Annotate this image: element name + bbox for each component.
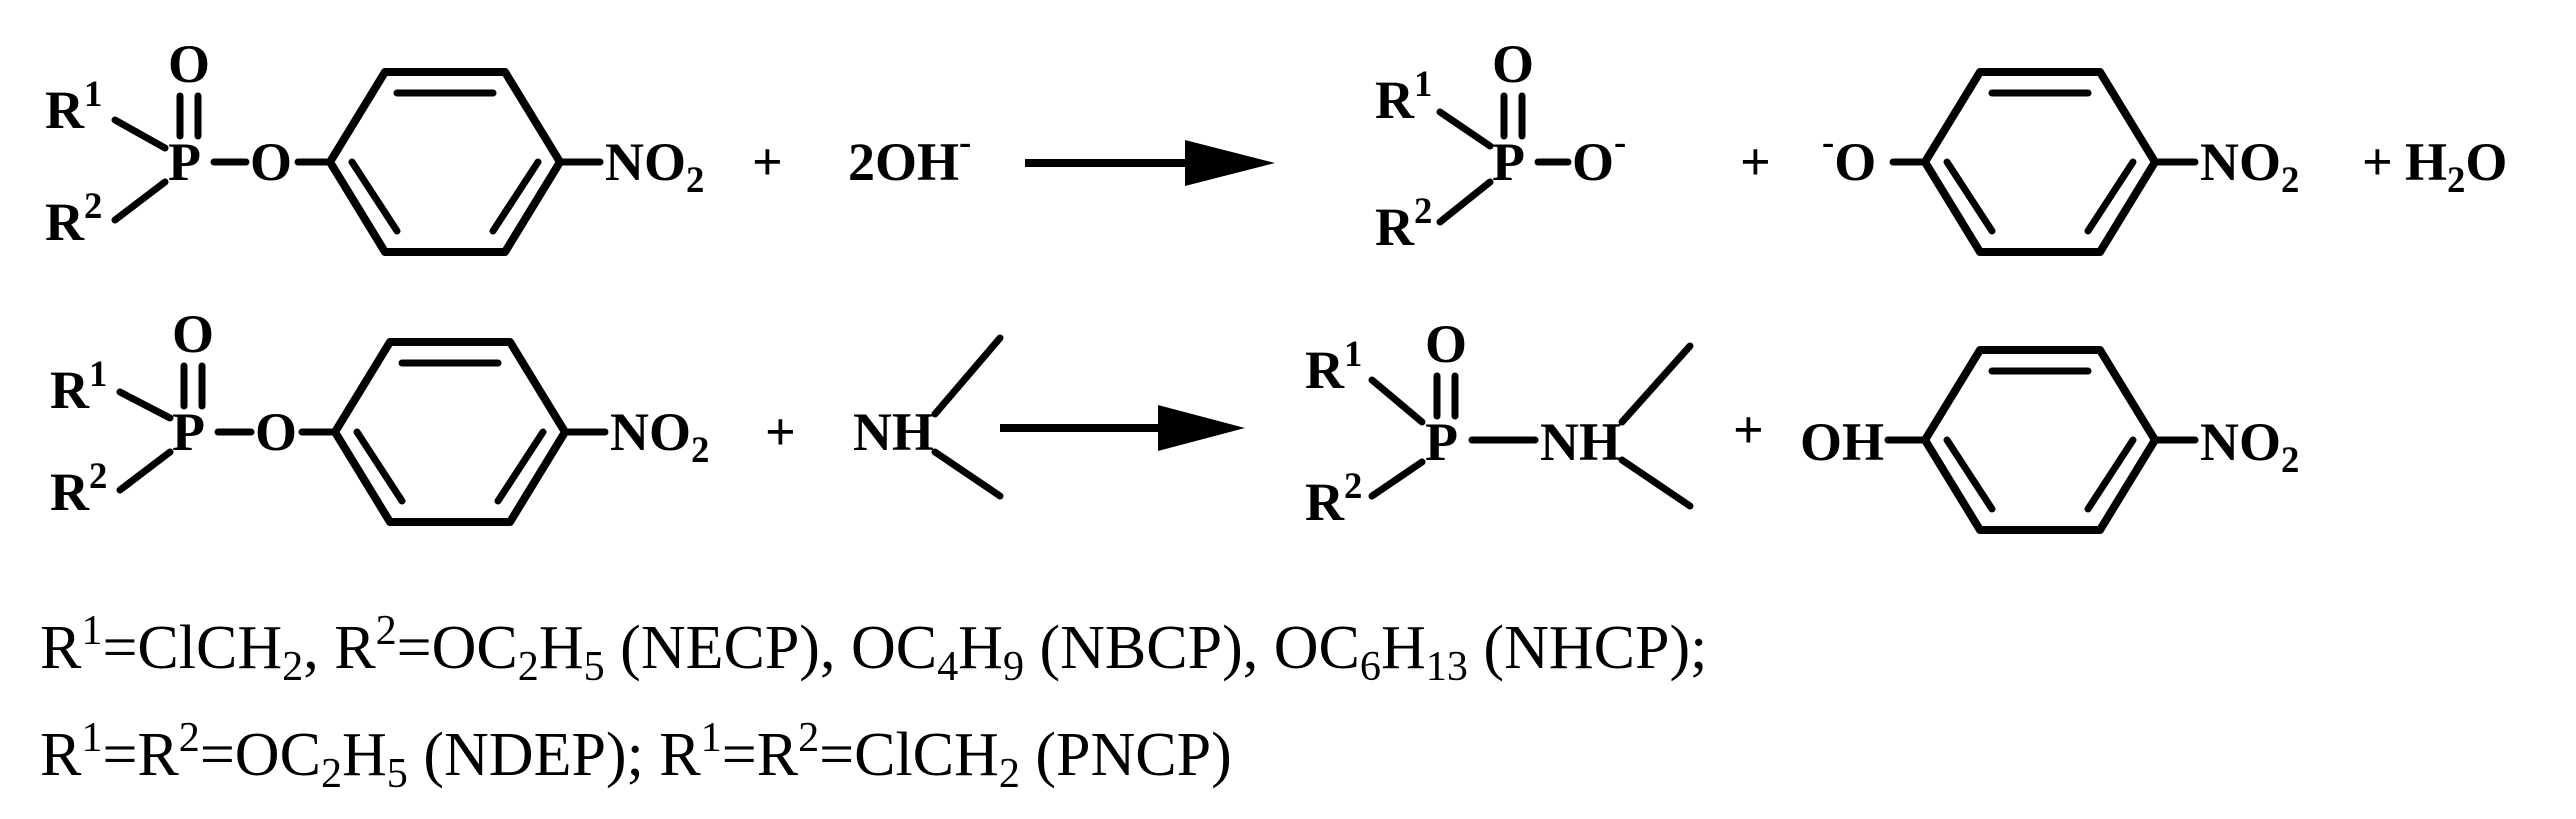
bond-r2-p	[116, 448, 174, 494]
phosphorus-atom: P	[1425, 412, 1458, 472]
anionic-oxygen: O-	[1572, 121, 1626, 192]
reaction-arrow	[1000, 405, 1245, 451]
bond-r1-p	[111, 116, 169, 152]
reaction-arrow	[1025, 140, 1275, 186]
r2-label: R2	[45, 185, 102, 252]
phosphorus-atom: P	[172, 402, 205, 462]
amine-nh: NH	[853, 402, 934, 462]
reaction-2-reactant: R1 R2 P O O NO2	[50, 304, 709, 526]
methyl-bond-lower	[1618, 456, 1694, 510]
nitrophenolate: -O NO2	[1822, 68, 2299, 256]
r2-label: R2	[1375, 190, 1432, 257]
reaction-2: R1 R2 P O O NO2 + NH	[50, 304, 2299, 534]
r1-label: R1	[50, 353, 107, 420]
methyl-bond-upper	[1618, 342, 1694, 426]
phosphoryl-oxygen: O	[1492, 34, 1534, 94]
benzene-ring	[1921, 346, 2159, 534]
dimethylamine: NH	[853, 334, 1004, 500]
ester-oxygen: O	[250, 132, 292, 192]
r2-label: R2	[50, 455, 107, 522]
plus-sign: +	[765, 402, 796, 462]
bond-r2-p	[1368, 458, 1426, 500]
plus-sign: +	[1740, 132, 1771, 192]
benzene-ring	[331, 338, 569, 526]
nitro-group: NO2	[605, 132, 704, 200]
phosphorus-atom: P	[168, 132, 201, 192]
hydroxide-reagent: 2OH-	[848, 121, 971, 192]
bond-r2-p	[1436, 178, 1494, 226]
reaction-1-reactant: R1 R2 P O O NO2	[45, 34, 704, 256]
phosphoryl-oxygen: O	[168, 34, 210, 94]
bond-r2-p	[111, 178, 169, 224]
phosphoryl-oxygen: O	[1425, 314, 1467, 374]
methyl-bond-upper	[931, 334, 1004, 418]
r1-label: R1	[1305, 333, 1362, 400]
r2-label: R2	[1305, 465, 1362, 532]
nitro-group: NO2	[2200, 412, 2299, 480]
plus-sign: +	[752, 132, 783, 192]
nitrophenol: OH NO2	[1800, 346, 2299, 534]
r1-label: R1	[1375, 63, 1432, 130]
phenolate-oxygen: -O	[1822, 121, 1876, 192]
methyl-bond-lower	[931, 448, 1004, 500]
plus-sign: +	[1733, 400, 1764, 460]
plus-sign: +	[2362, 132, 2393, 192]
benzene-ring	[326, 68, 564, 256]
bond-r1-p	[116, 388, 174, 422]
substituent-legend: R1=ClCH2, R2=OC2H5 (NECP), OC4H9 (NBCP),…	[40, 607, 1707, 797]
phosphorus-atom: P	[1492, 132, 1525, 192]
ester-oxygen: O	[255, 402, 297, 462]
bond-r1-p	[1436, 108, 1494, 150]
legend-line-1: R1=ClCH2, R2=OC2H5 (NECP), OC4H9 (NBCP),…	[40, 607, 1707, 690]
amide-nh: NH	[1540, 412, 1621, 472]
reaction-1: R1 R2 P O O NO2 + 2OH-	[45, 34, 2507, 257]
legend-line-2: R1=R2=OC2H5 (NDEP); R1=R2=ClCH2 (PNCP)	[40, 714, 1232, 797]
phosphoryl-oxygen: O	[172, 304, 214, 364]
r1-label: R1	[45, 73, 102, 140]
benzene-ring	[1921, 68, 2159, 256]
bond-r1-p	[1368, 376, 1426, 426]
reaction-1-product: R1 R2 P O O-	[1375, 34, 1626, 257]
hydroxyl-group: OH	[1800, 412, 1884, 472]
nitro-group: NO2	[610, 402, 709, 470]
nitro-group: NO2	[2200, 132, 2299, 200]
reaction-2-product: R1 R2 P O NH	[1305, 314, 1694, 532]
water: H2O	[2405, 132, 2507, 200]
